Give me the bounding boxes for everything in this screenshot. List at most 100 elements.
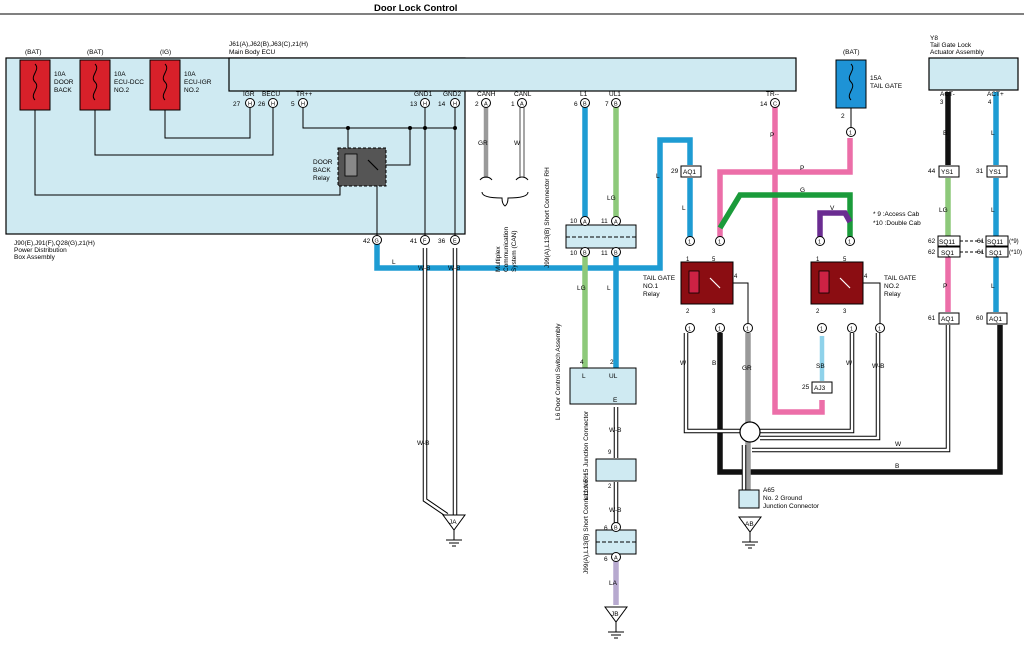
svg-text:E: E — [453, 239, 457, 245]
svg-text:4: 4 — [580, 359, 584, 366]
svg-text:Relay: Relay — [643, 291, 660, 298]
svg-text:LG: LG — [939, 207, 948, 214]
svg-text:JA: JA — [449, 519, 457, 526]
fuse-tail-gate: (BAT) 15A TAIL GATE 2 1 — [835, 49, 903, 137]
wire-l-blue-main — [374, 137, 693, 271]
svg-text:5: 5 — [291, 101, 295, 108]
svg-text:44: 44 — [928, 168, 936, 175]
svg-text:LA: LA — [609, 580, 618, 587]
svg-text:SQ11: SQ11 — [987, 239, 1004, 246]
svg-text:G: G — [375, 239, 379, 245]
svg-text:DOOR: DOOR — [313, 159, 333, 166]
svg-text:(BAT): (BAT) — [843, 49, 860, 56]
svg-text:31: 31 — [976, 168, 984, 175]
pdb-pin-36: 36 E — [438, 235, 460, 245]
multiplex-label: Multiplex Communication System (CAN) — [495, 226, 518, 272]
pdb-label-bot: Box Assembly — [14, 254, 56, 261]
svg-text:Relay: Relay — [884, 291, 901, 298]
svg-text:29: 29 — [671, 168, 679, 175]
svg-text:1: 1 — [746, 327, 749, 333]
svg-text:BACK: BACK — [54, 87, 72, 94]
svg-text:10A: 10A — [114, 71, 126, 78]
svg-text:AQ1: AQ1 — [989, 316, 1002, 323]
svg-text:B: B — [614, 251, 618, 257]
svg-text:Tail Gate Lock: Tail Gate Lock — [930, 42, 972, 49]
svg-text:10: 10 — [570, 218, 578, 225]
svg-text:1: 1 — [850, 327, 853, 333]
connector-ys1-b: 31 YS1 — [976, 165, 1008, 178]
ground-ab: AB — [738, 516, 762, 549]
wire-p-pink-fuse — [717, 138, 853, 237]
svg-text:BACK: BACK — [313, 167, 331, 174]
svg-text:15A: 15A — [870, 75, 882, 82]
connector-aq1-b: 60 AQ1 — [976, 312, 1008, 325]
svg-text:60: 60 — [976, 315, 984, 322]
svg-text:1: 1 — [816, 257, 820, 263]
svg-text:ACT+: ACT+ — [987, 91, 1004, 98]
svg-text:A: A — [583, 220, 587, 226]
svg-text:JB: JB — [611, 611, 619, 618]
svg-text:11: 11 — [601, 218, 608, 225]
svg-text:ECU-DCC: ECU-DCC — [114, 79, 144, 86]
ecu-terminal-becu: BECU 26 H — [258, 91, 280, 108]
svg-text:W: W — [514, 140, 521, 147]
svg-text:2: 2 — [686, 309, 690, 315]
ground-junction-a65: A65 No. 2 Ground Junction Connector — [738, 487, 820, 510]
svg-text:L: L — [392, 259, 396, 266]
ecu-terminal-igr: IGR 27 H — [233, 91, 255, 108]
svg-text:61: 61 — [977, 238, 985, 245]
svg-text:14: 14 — [760, 101, 768, 108]
svg-text:41: 41 — [410, 238, 418, 245]
wire-w-white-4 — [752, 325, 951, 453]
svg-text:Actuator Assembly: Actuator Assembly — [930, 49, 985, 56]
short-connector-rh-label: J99(A),L13(B) Short Connector RH — [544, 167, 551, 268]
svg-text:4: 4 — [988, 100, 992, 106]
ecu-terminal-tr-minus: TR-- 14 C — [760, 91, 780, 108]
wire-wb-ground-ja — [422, 248, 458, 517]
note-access-cab: * 9 :Access Cab — [873, 211, 920, 218]
svg-text:L: L — [991, 283, 995, 290]
wire-w-white-2 — [760, 333, 855, 434]
svg-text:YS1: YS1 — [989, 169, 1002, 176]
svg-text:AJ3: AJ3 — [814, 385, 826, 392]
fuse-door-back: (BAT) 10A DOOR BACK — [19, 49, 74, 111]
svg-text:L: L — [991, 130, 995, 137]
svg-text:H: H — [453, 102, 457, 108]
svg-text:7: 7 — [605, 101, 609, 108]
svg-text:F: F — [423, 239, 427, 245]
svg-text:GND2: GND2 — [443, 91, 461, 98]
short-connector-rh: 10 A 11 A 10 B 11 B — [565, 216, 637, 257]
svg-text:A: A — [614, 556, 618, 562]
svg-text:B: B — [614, 102, 618, 108]
svg-text:B: B — [712, 360, 716, 367]
wire-p-pink-trminus — [772, 107, 825, 415]
svg-text:TR--: TR-- — [766, 91, 779, 98]
svg-text:13: 13 — [410, 101, 418, 108]
svg-text:TR++: TR++ — [296, 91, 312, 98]
svg-text:1: 1 — [686, 257, 690, 263]
svg-text:NO.1: NO.1 — [643, 283, 659, 290]
svg-text:L: L — [656, 173, 660, 180]
svg-text:P: P — [800, 165, 804, 172]
svg-text:YS1: YS1 — [941, 169, 954, 176]
svg-text:6: 6 — [574, 101, 578, 108]
tail-gate-actuator: Y8 Tail Gate Lock Actuator Assembly ACT-… — [928, 35, 1019, 106]
svg-text:TAIL GATE: TAIL GATE — [884, 275, 917, 282]
pdb-label-mid: Power Distribution — [14, 247, 67, 254]
wire-w-white-1 — [683, 333, 740, 434]
svg-text:L: L — [682, 205, 686, 212]
ecu-label-top: J61(A),J62(B),J63(C),z1(H) — [229, 41, 308, 48]
ecu-terminal-canh: CANH 2 A — [475, 91, 496, 108]
ecu-label-bot: Main Body ECU — [229, 49, 276, 56]
svg-text:4: 4 — [734, 274, 738, 280]
splice-joint — [739, 421, 761, 443]
svg-text:B: B — [895, 463, 899, 470]
svg-text:10: 10 — [570, 250, 578, 257]
ecu-terminal-gnd2: GND2 14 H — [438, 91, 461, 108]
svg-text:1: 1 — [688, 240, 691, 246]
svg-text:CANL: CANL — [514, 91, 532, 98]
svg-text:V: V — [830, 205, 835, 212]
svg-text:A: A — [614, 220, 618, 226]
svg-text:H: H — [271, 102, 275, 108]
svg-text:W-B: W-B — [448, 265, 461, 272]
